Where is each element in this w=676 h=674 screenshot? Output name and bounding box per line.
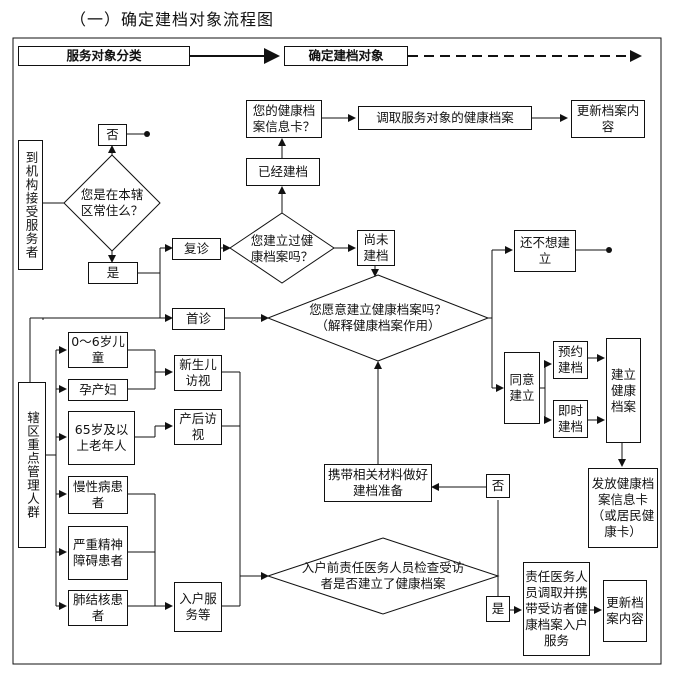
retrieve-record-box: 调取服务对象的健康档案	[358, 106, 532, 130]
first-visit-box: 首诊	[172, 308, 225, 330]
yes-box-right: 是	[486, 596, 510, 622]
walkin-group-label: 到机构接受服务者	[18, 140, 43, 270]
diamond-built	[229, 212, 335, 284]
build-record-box: 建立健康档案	[606, 338, 641, 443]
managed-group-label: 辖区重点管理人群	[18, 382, 46, 548]
resident-question: 您是在本辖区常住么？	[80, 187, 144, 218]
child-group-box: 0～6岁儿童	[68, 332, 128, 368]
update-record-box-bottom: 更新档案内容	[603, 580, 647, 642]
mental-group-box: 严重精神障碍患者	[68, 526, 128, 580]
elderly-group-box: 65岁及以上老年人	[68, 411, 135, 465]
diamond-home	[266, 537, 500, 615]
willing-question: 您愿意建立健康档案吗？（解释健康档案作用）	[309, 302, 447, 333]
pregnant-group-box: 孕产妇	[68, 379, 128, 401]
not-want-box: 还不想建立	[514, 230, 576, 272]
tb-group-box: 肺结核患者	[68, 590, 128, 626]
home-check-question: 入户前责任医务人员检查受访者是否建立了健康档案	[301, 560, 465, 591]
built-question: 您建立过健康档案吗？	[250, 233, 314, 264]
postpartum-visit-box: 产后访视	[174, 409, 222, 445]
update-record-box-top: 更新档案内容	[571, 100, 645, 138]
appoint-box: 预约建档	[553, 341, 588, 379]
already-built-box: 已经建档	[246, 158, 320, 186]
yes-box-left: 是	[88, 262, 138, 284]
revisit-box: 复诊	[172, 238, 221, 260]
outer-frame	[12, 37, 662, 665]
prepare-materials-box: 携带相关材料做好建档准备	[324, 464, 432, 502]
header-service-classification: 服务对象分类	[18, 46, 190, 66]
chronic-group-box: 慢性病患者	[68, 476, 128, 514]
not-yet-built-box: 尚未建档	[357, 230, 395, 266]
header-determine-target: 确定建档对象	[284, 46, 408, 66]
newborn-visit-box: 新生儿访视	[174, 355, 222, 391]
no-box-top: 否	[98, 124, 127, 146]
page-title: （一）确定建档对象流程图	[70, 10, 275, 29]
health-card-question-box: 您的健康档案信息卡？	[246, 100, 322, 138]
immediate-box: 即时建档	[553, 400, 588, 438]
home-service-box: 入户服务等	[174, 582, 222, 632]
doctor-retrieve-box: 责任医务人员调取并携带受访者健康档案入户服务	[523, 562, 590, 656]
agree-box: 同意建立	[504, 352, 540, 424]
issue-card-box: 发放健康档案信息卡（或居民健康卡）	[588, 468, 658, 548]
header-arrows	[190, 48, 642, 64]
no-box-right: 否	[486, 474, 510, 498]
